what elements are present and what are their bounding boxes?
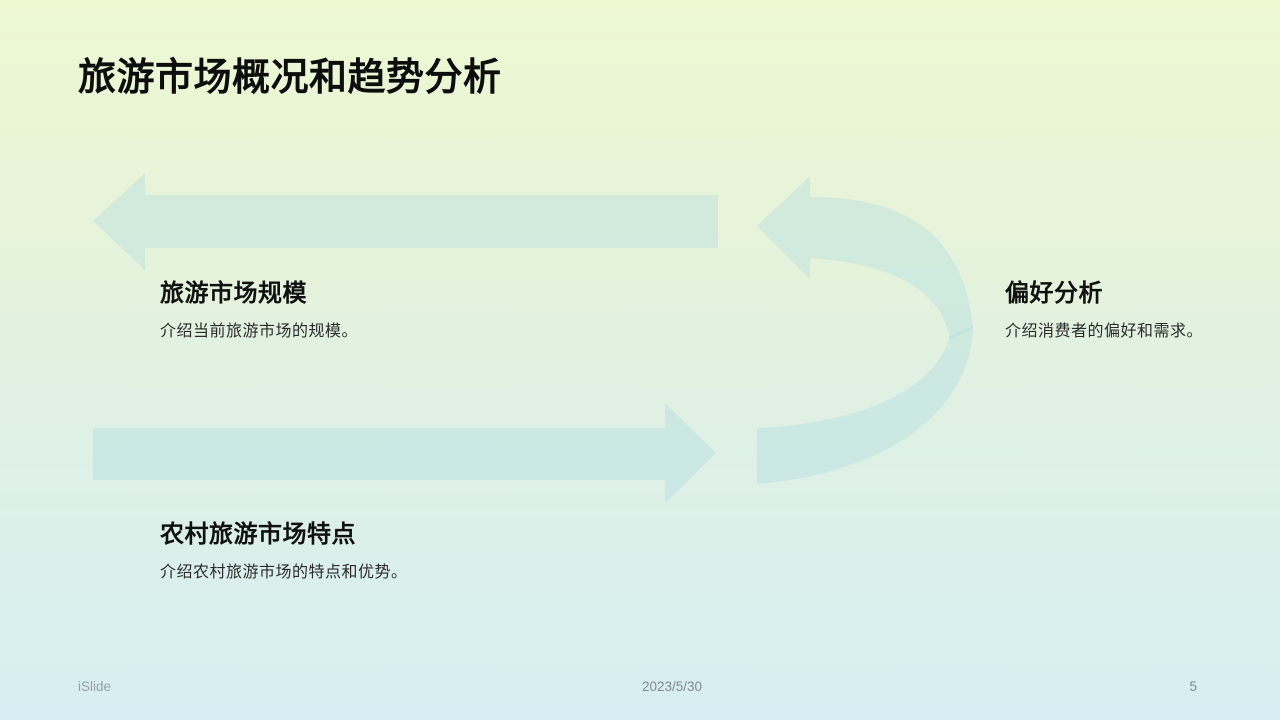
section-preference-description: 介绍消费者的偏好和需求。 [1005,322,1204,340]
u-turn-lower-band [757,326,973,484]
section-rural-market: 农村旅游市场特点 介绍农村旅游市场的特点和优势。 [160,521,580,584]
section-market-size-description: 介绍当前旅游市场的规模。 [160,322,359,340]
footer-brand: iSlide [78,679,112,694]
section-market-size: 旅游市场规模 介绍当前旅游市场的规模。 [160,280,580,343]
footer-page-number: 5 [1189,679,1197,694]
slide-title: 旅游市场概况和趋势分析 [78,57,502,99]
section-market-size-heading: 旅游市场规模 [160,280,307,307]
section-rural-description: 介绍农村旅游市场的特点和优势。 [160,563,408,581]
footer-date: 2023/5/30 [642,679,703,694]
u-turn-upper-band [810,196,973,340]
left-arrow-shape [93,173,718,270]
right-arrow-shape [93,403,716,503]
section-rural-heading: 农村旅游市场特点 [160,521,356,548]
section-preference-heading: 偏好分析 [1005,280,1103,307]
section-preference-analysis: 偏好分析 介绍消费者的偏好和需求。 [1005,280,1265,343]
u-turn-arrowhead-icon [757,176,810,279]
